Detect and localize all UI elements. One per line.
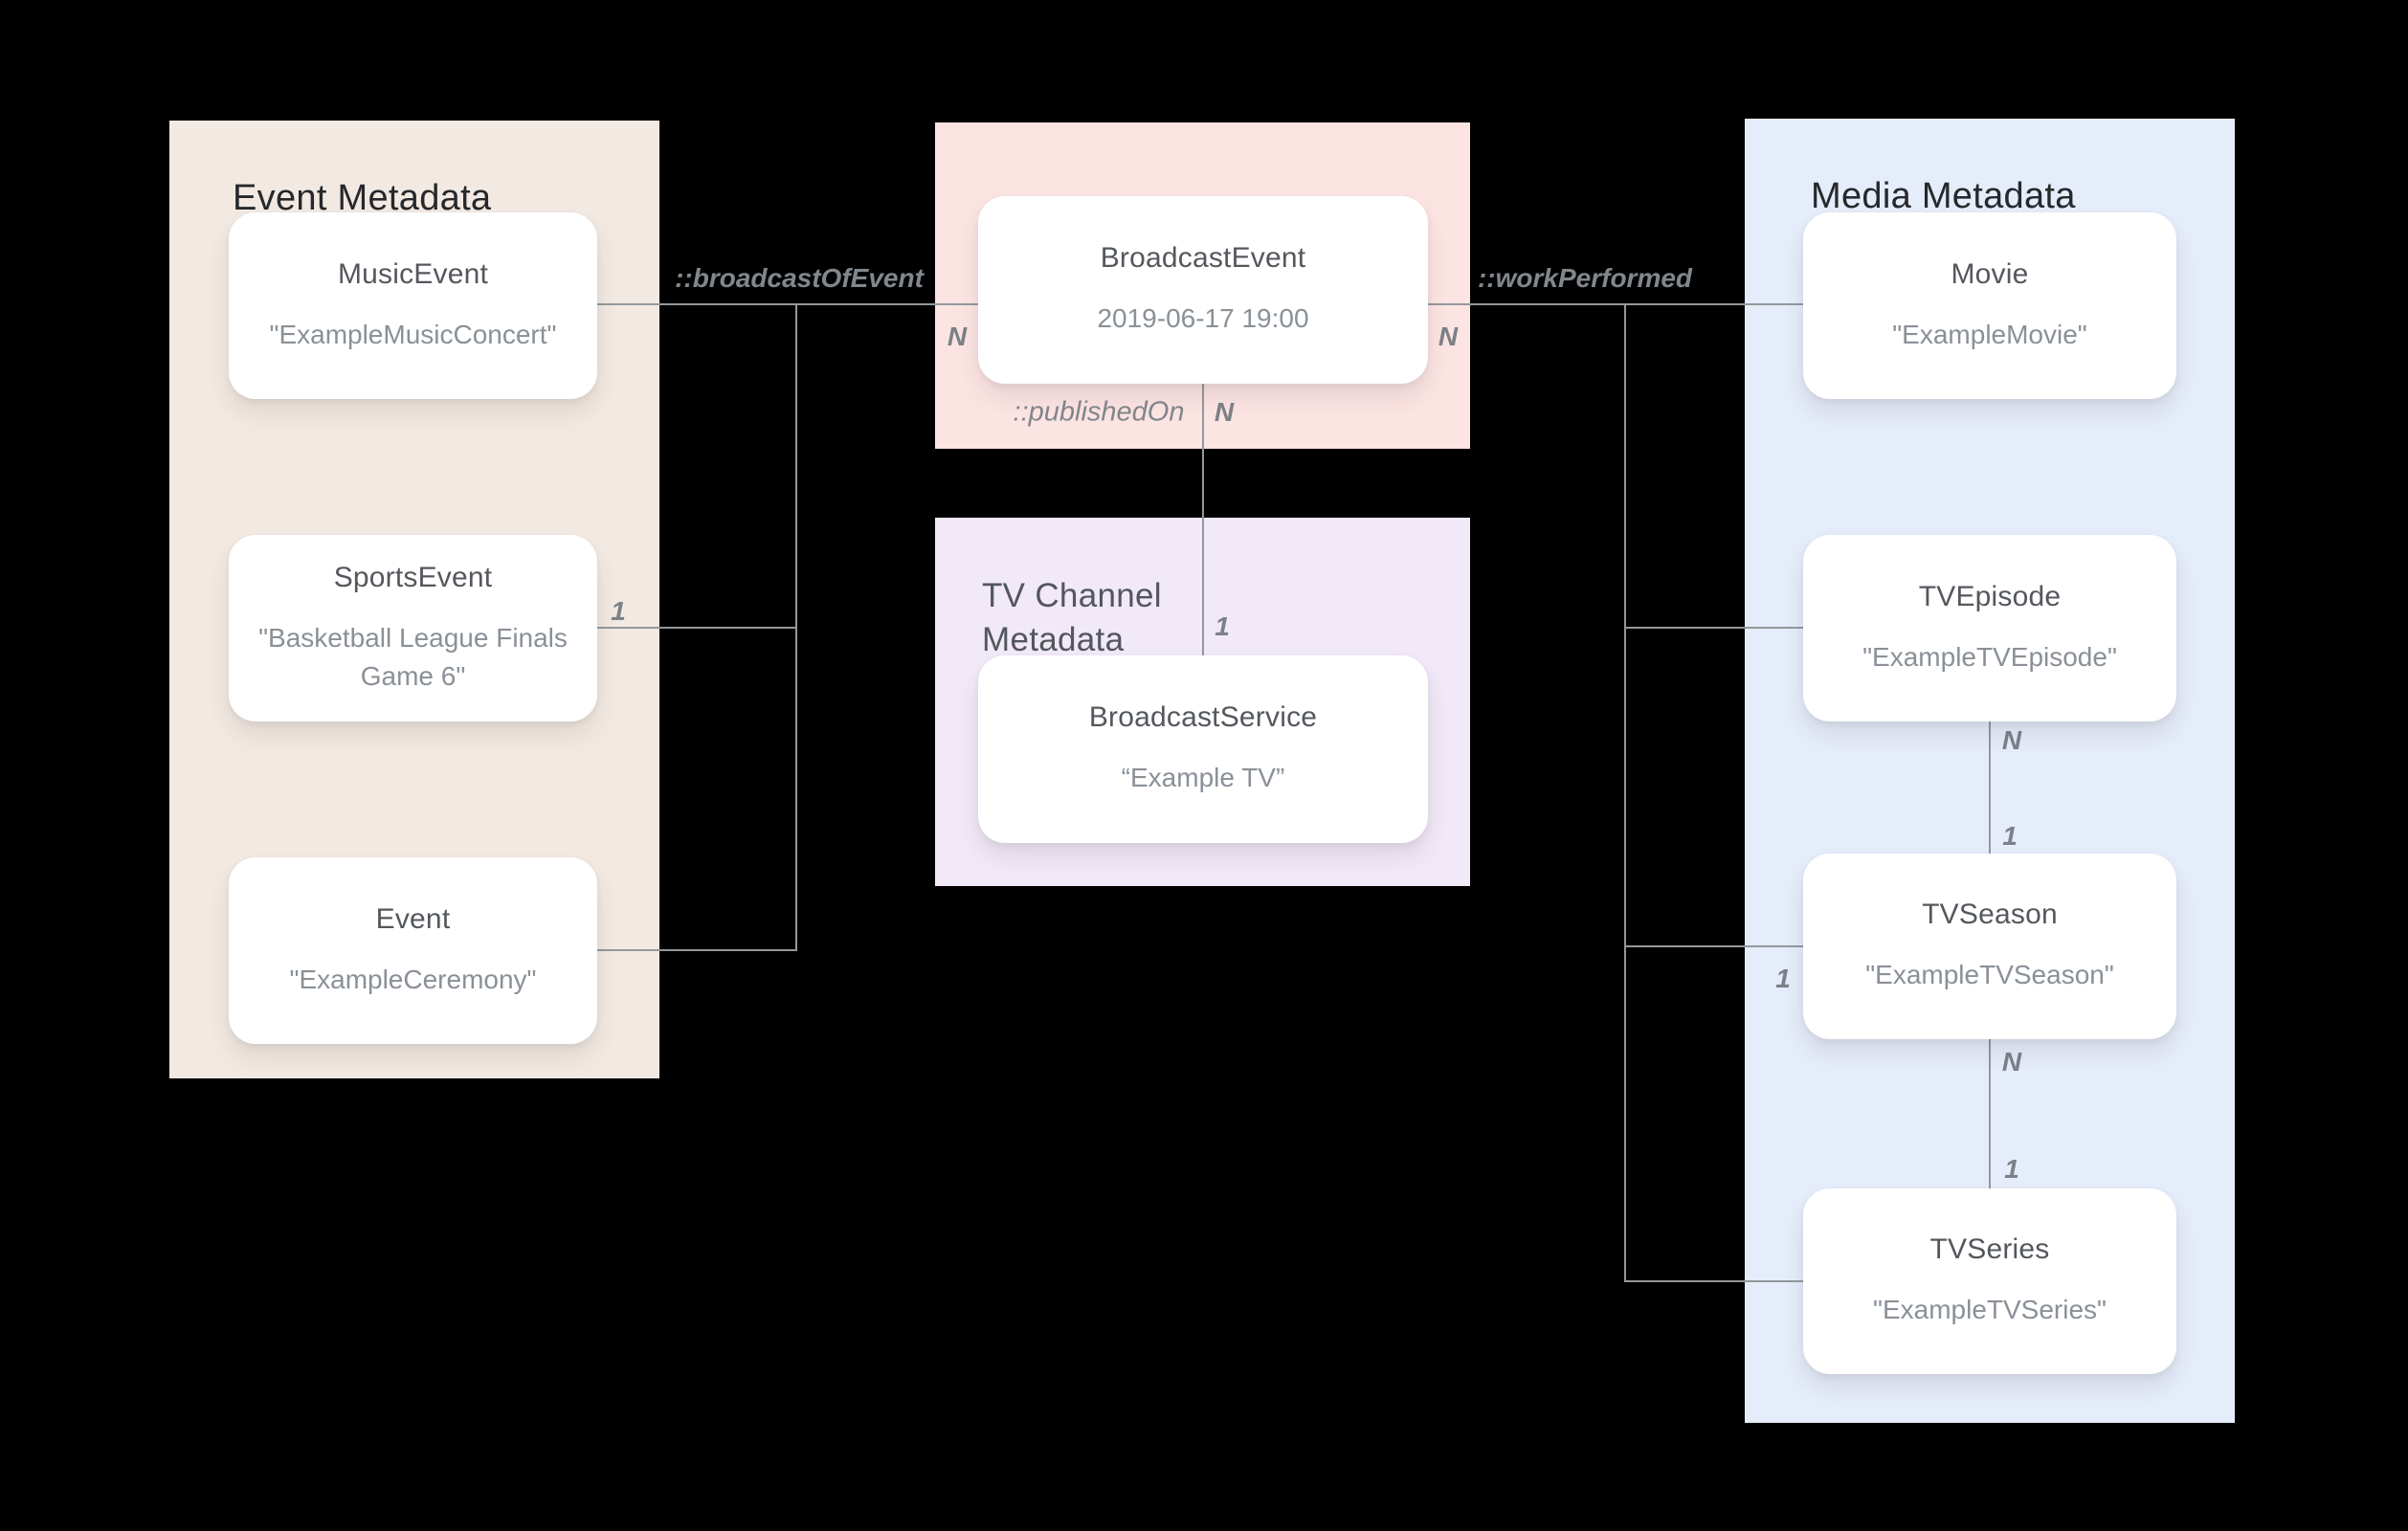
node-title: TVSeason [1922, 899, 2058, 930]
node-title: BroadcastService [1088, 701, 1318, 733]
panel-title-event-metadata: Event Metadata [233, 177, 492, 218]
cardinality-n-broadcastevent-right: N [1438, 322, 1459, 351]
node-subtitle: "ExampleTVEpisode" [1862, 641, 2117, 672]
node-subtitle: 2019-06-17 19:00 [1097, 303, 1309, 333]
edge-tvseries-branch [1624, 1280, 1803, 1282]
edge-tvseason-tvseries [1989, 1039, 1991, 1188]
node-tvepisode: TVEpisode "ExampleTVEpisode" [1803, 535, 2176, 721]
node-title: Event [375, 902, 451, 935]
edge-right-trunk [1624, 303, 1626, 1282]
node-subtitle: "ExampleMovie" [1892, 319, 2087, 349]
panel-title-media-metadata: Media Metadata [1811, 175, 2076, 216]
cardinality-one-broadcastservice-top: 1 [1215, 611, 1230, 641]
node-title: TVSeries [1929, 1233, 2050, 1265]
cardinality-n-tvseason-bottom: N [2001, 1047, 2022, 1076]
node-tvseries: TVSeries "ExampleTVSeries" [1803, 1188, 2176, 1374]
edge-tvepisode-branch [1624, 627, 1803, 629]
cardinality-n-broadcastevent-left: N [947, 322, 968, 351]
node-subtitle: "ExampleTVSeries" [1873, 1295, 2107, 1324]
cardinality-one-tvseason-top: 1 [2002, 821, 2018, 851]
edge-broadcastevent-movie [1428, 303, 1803, 305]
edge-label-publishedon: ::publishedOn [1013, 396, 1185, 428]
cardinality-one-tvseries-top: 1 [2004, 1154, 2019, 1184]
edge-tvseason-branch [1624, 945, 1803, 947]
node-title: Movie [1951, 257, 2029, 290]
node-broadcastservice: BroadcastService “Example TV” [978, 655, 1428, 843]
node-subtitle: "ExampleCeremony" [289, 964, 537, 994]
cardinality-one-sportsevent: 1 [611, 596, 626, 626]
node-subtitle: "ExampleTVSeason" [1865, 960, 2114, 989]
node-title: TVEpisode [1918, 580, 2062, 612]
node-tvseason: TVSeason "ExampleTVSeason" [1803, 854, 2176, 1039]
node-title: BroadcastEvent [1100, 242, 1306, 274]
cardinality-one-tvseason-left: 1 [1775, 964, 1791, 993]
node-subtitle: "Basketball League Finals Game 6" [258, 622, 568, 691]
edge-broadcastevent-broadcastservice [1202, 384, 1204, 655]
cardinality-n-tvepisode-bottom: N [2001, 725, 2022, 755]
cardinality-n-publishedon: N [1214, 397, 1235, 427]
edge-sportsevent-branch [597, 627, 797, 629]
edge-label-workperformed: ::workPerformed [1477, 263, 1693, 293]
node-title: SportsEvent [333, 561, 493, 593]
node-title: MusicEvent [337, 257, 489, 290]
edge-event-branch [597, 949, 797, 951]
node-subtitle: "ExampleMusicConcert" [269, 319, 557, 349]
edge-musicevent-broadcastevent [597, 303, 978, 305]
node-musicevent: MusicEvent "ExampleMusicConcert" [229, 212, 597, 399]
edge-tvepisode-tvseason [1989, 721, 1991, 854]
node-sportsevent: SportsEvent "Basketball League Finals Ga… [229, 535, 597, 721]
node-event: Event "ExampleCeremony" [229, 857, 597, 1044]
node-movie: Movie "ExampleMovie" [1803, 212, 2176, 399]
node-subtitle: “Example TV” [1121, 763, 1285, 792]
panel-title-tv-channel-metadata: TV Channel Metadata [982, 577, 1162, 659]
edge-label-broadcastofevent: ::broadcastOfEvent [675, 263, 924, 293]
node-broadcastevent: BroadcastEvent 2019-06-17 19:00 [978, 196, 1428, 384]
